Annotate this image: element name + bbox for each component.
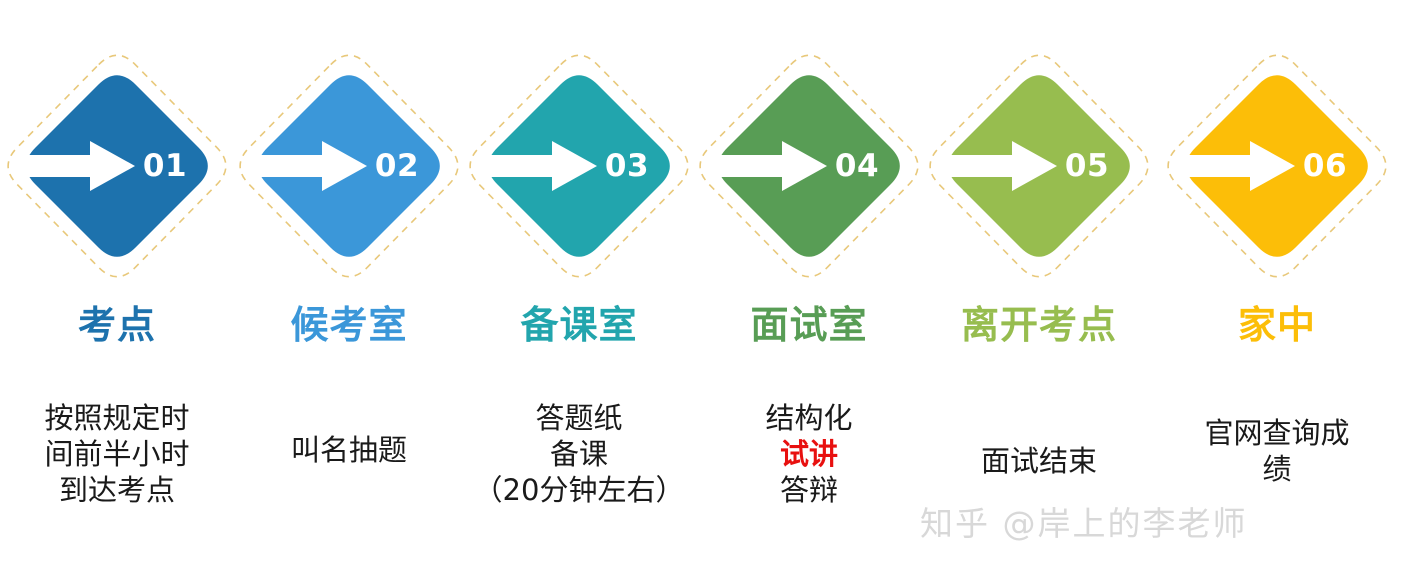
- arrow-right-icon: [247, 141, 367, 191]
- dashed-diamond-outline: [7, 54, 227, 278]
- arrow-right-icon: [1175, 141, 1295, 191]
- step-description: 答题纸备课（20分钟左右）: [462, 400, 696, 508]
- step-description: 官网查询成绩: [1160, 415, 1394, 487]
- step-description-line: 答题纸: [535, 401, 623, 435]
- dashed-diamond-outline: [239, 54, 459, 278]
- step-description-line: 按照规定时: [44, 401, 190, 435]
- flow-step-02: 02 候考室叫名抽题: [232, 0, 466, 579]
- step-description: 叫名抽题: [232, 432, 466, 468]
- arrow-right-icon: [937, 141, 1057, 191]
- step-description-line: （20分钟左右）: [473, 473, 685, 507]
- step-description: 面试结束: [922, 443, 1156, 479]
- step-title: 面试室: [750, 303, 868, 347]
- step-title: 候考室: [290, 303, 408, 347]
- step-badge[interactable]: 02: [232, 47, 466, 285]
- dashed-diamond-outline: [469, 54, 689, 278]
- dashed-diamond-outline: [1167, 54, 1387, 278]
- step-title: 备课室: [520, 303, 638, 347]
- watermark: 知乎 @岸上的李老师: [920, 504, 1248, 543]
- arrow-right-icon: [477, 141, 597, 191]
- flow-step-05: 05 离开考点面试结束: [922, 0, 1156, 579]
- flow-step-06: 06 家中官网查询成绩: [1160, 0, 1394, 579]
- step-description-line: 到达考点: [58, 473, 175, 507]
- step-description: 结构化试讲答辩: [692, 400, 926, 508]
- step-badge[interactable]: 04: [692, 47, 926, 285]
- step-description-line: 试讲: [779, 437, 838, 471]
- step-description-line: 绩: [1262, 452, 1292, 486]
- step-title: 考点: [77, 303, 156, 347]
- step-description-line: 面试结束: [980, 444, 1097, 478]
- flow-step-03: 03 备课室答题纸备课（20分钟左右）: [462, 0, 696, 579]
- step-description-line: 官网查询成: [1204, 416, 1350, 450]
- step-description: 按照规定时间前半小时到达考点: [0, 400, 234, 508]
- step-title: 离开考点: [960, 303, 1117, 347]
- flow-step-01: 01 考点按照规定时间前半小时到达考点: [0, 0, 234, 579]
- step-badge[interactable]: 03: [462, 47, 696, 285]
- dashed-diamond-outline: [929, 54, 1149, 278]
- step-title: 家中: [1237, 303, 1316, 347]
- dashed-diamond-outline: [699, 54, 919, 278]
- step-description-line: 间前半小时: [44, 437, 190, 471]
- step-badge[interactable]: 06: [1160, 47, 1394, 285]
- step-description-line: 叫名抽题: [290, 433, 407, 467]
- arrow-right-icon: [15, 141, 135, 191]
- step-description-line: 答辩: [779, 473, 838, 507]
- step-badge[interactable]: 05: [922, 47, 1156, 285]
- step-description-line: 结构化: [765, 401, 853, 435]
- flow-step-04: 04 面试室结构化试讲答辩: [692, 0, 926, 579]
- step-description-line: 备课: [549, 437, 608, 471]
- step-badge[interactable]: 01: [0, 47, 234, 285]
- arrow-right-icon: [707, 141, 827, 191]
